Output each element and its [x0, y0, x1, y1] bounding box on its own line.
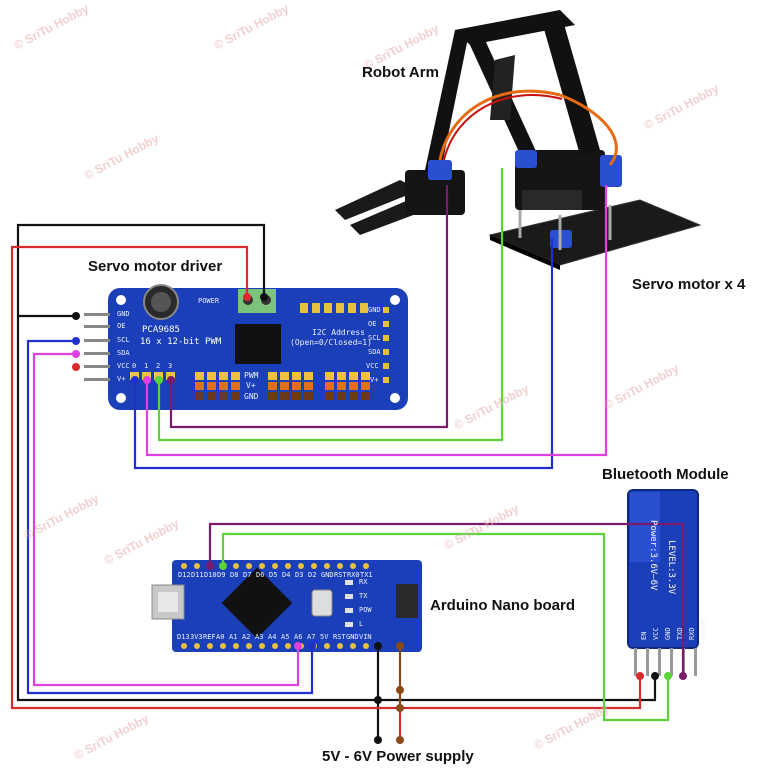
- pca-channel-number: 0: [132, 362, 137, 370]
- pca9685-board: [84, 284, 408, 410]
- pca-right-pin: SCL: [368, 334, 381, 342]
- bt-pin-label: RXD: [688, 627, 696, 640]
- pca-rail-label: PWM: [244, 371, 259, 380]
- nano-bottom-pin-label: A5: [281, 633, 290, 641]
- bt-pin-label: TXD: [676, 627, 684, 640]
- nano-top-pin-label: D2: [308, 571, 317, 579]
- bluetooth-module: [627, 489, 699, 676]
- power-supply-label: 5V - 6V Power supply: [322, 748, 474, 765]
- pca-channel-number: 3: [168, 362, 173, 370]
- pca-rail-label: V+: [246, 381, 256, 390]
- nano-bottom-pin-label: A7: [307, 633, 316, 641]
- nano-top-pin-label: D10: [204, 571, 217, 579]
- servo-headers: [130, 372, 370, 400]
- arduino-nano-board: [151, 560, 422, 652]
- pca-left-pin: OE: [117, 322, 126, 330]
- robot-arm-illustration: [335, 10, 702, 270]
- nano-bottom-pin-label: REF: [203, 633, 216, 641]
- bt-model: ZS-040: [619, 530, 628, 559]
- nano-top-pin-label: GND: [321, 571, 334, 579]
- nano-bottom-pin-label: A4: [268, 633, 277, 641]
- bt-pin-label: STATE: [700, 618, 708, 640]
- pca-right-pin: VCC: [366, 362, 379, 370]
- nano-bottom-pin-label: RST: [333, 633, 346, 641]
- nano-bottom-pin-label: A0: [216, 633, 225, 641]
- servo-count-label: Servo motor x 4: [632, 276, 746, 293]
- nano-top-pin-label: RX0: [347, 571, 360, 579]
- pca-left-pin: SCL: [117, 336, 130, 344]
- pca-channel-number: 1: [144, 362, 149, 370]
- nano-top-pin-label: D12: [178, 571, 191, 579]
- nano-top-pin-label: TX1: [360, 571, 373, 579]
- nano-led-label: L: [359, 620, 364, 628]
- wire-terminals: [72, 293, 687, 744]
- nano-bottom-pin-label: 3V3: [190, 633, 203, 641]
- nano-bottom-pin-label: A3: [255, 633, 264, 641]
- pca-right-pin: V+: [370, 376, 379, 384]
- nano-led-label: RX: [359, 578, 368, 586]
- pca-channel-number: 2: [156, 362, 161, 370]
- nano-label: Arduino Nano board: [430, 597, 575, 614]
- nano-bottom-pin-label: VIN: [359, 633, 372, 641]
- nano-bottom-pin-label: GND: [346, 633, 359, 641]
- bt-pin-label: GND: [664, 627, 672, 640]
- pca-left-pin: VCC: [117, 362, 130, 370]
- nano-bottom-pin-label: D13: [177, 633, 190, 641]
- pca-right-pin: OE: [368, 320, 377, 328]
- pca-right-pin: GND: [368, 306, 381, 314]
- pca-right-pin: SDA: [368, 348, 381, 356]
- bt-power-text: Power:3.6V—6V: [648, 520, 658, 591]
- bt-pin-label: EN: [640, 631, 648, 640]
- pca-i2c-label: I2C Address: [312, 328, 365, 337]
- nano-top-pin-label: D6: [256, 571, 265, 579]
- nano-top-pin-label: D3: [295, 571, 304, 579]
- nano-top-pin-label: D9: [217, 571, 226, 579]
- nano-bottom-pin-label: A2: [242, 633, 251, 641]
- pca-power-label: POWER: [198, 297, 220, 305]
- nano-top-pin-label: RST: [334, 571, 347, 579]
- nano-top-pin-label: D8: [230, 571, 239, 579]
- pca-subtitle: 16 x 12-bit PWM: [140, 337, 222, 347]
- pca-left-pin: GND: [117, 310, 130, 318]
- nano-led-label: POW: [359, 606, 372, 614]
- nano-bottom-pin-label: A1: [229, 633, 238, 641]
- bt-pin-label: VCC: [652, 627, 660, 640]
- pca-left-pin: SDA: [117, 349, 130, 357]
- nano-top-pin-label: D4: [282, 571, 291, 579]
- servo-driver-label: Servo motor driver: [88, 258, 223, 275]
- nano-top-pin-label: D5: [269, 571, 278, 579]
- pca-left-pin: V+: [117, 375, 126, 383]
- bt-level-text: LEVEL:3.3V: [666, 540, 676, 595]
- pca-rail-label: GND: [244, 392, 259, 401]
- pca-i2c-sub: (Open=0/Closed=1): [290, 338, 372, 347]
- nano-bottom-pin-label: A6: [294, 633, 303, 641]
- robot-arm-label: Robot Arm: [362, 64, 439, 81]
- nano-top-pin-label: D7: [243, 571, 252, 579]
- bluetooth-label: Bluetooth Module: [602, 466, 729, 483]
- nano-led-label: TX: [359, 592, 368, 600]
- pca-name: PCA9685: [142, 325, 180, 335]
- nano-bottom-pin-label: 5V: [320, 633, 329, 641]
- nano-top-pin-label: D11: [191, 571, 204, 579]
- wires: [10, 168, 685, 740]
